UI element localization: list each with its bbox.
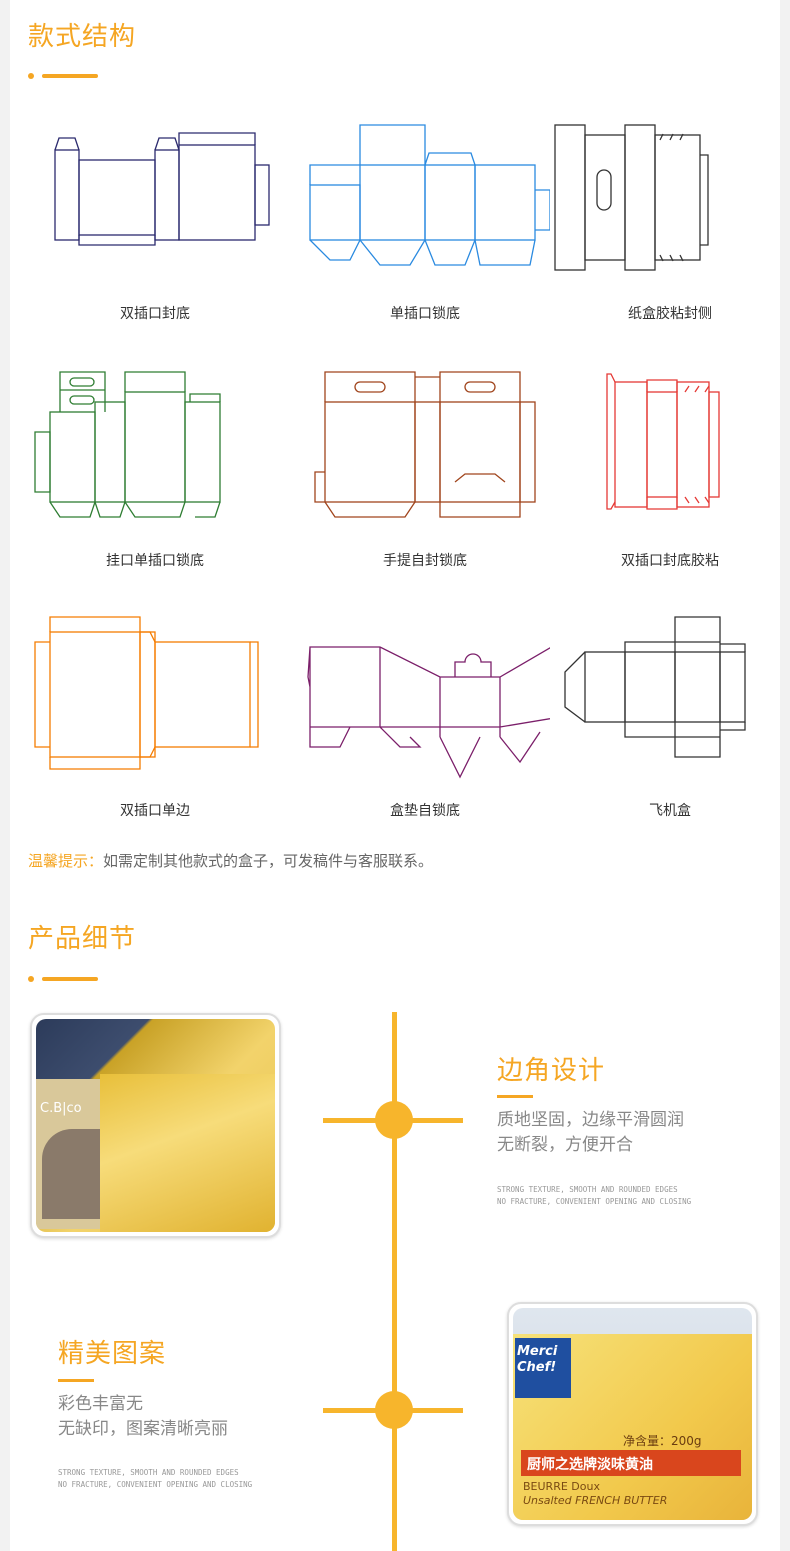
box-style-label: 双插口封底 <box>120 306 190 322</box>
dieline-diagram-icon <box>307 646 550 779</box>
feature-desc: 彩色丰富无无缺印，图案清晰亮丽 <box>58 1394 228 1439</box>
dieline-diagram-icon <box>314 371 536 518</box>
section-title-details: 产品细节 <box>28 924 137 954</box>
tip-text: 温馨提示：如需定制其他款式的盒子，可发稿件与客服联系。 <box>28 850 433 871</box>
feature-title: 精美图案 <box>58 1339 167 1369</box>
feature-desc-en: STRONG TEXTURE, SMOOTH AND ROUNDED EDGES… <box>58 1468 253 1489</box>
dieline-diagram-icon <box>564 616 746 758</box>
box-style-label: 手提自封锁底 <box>383 553 467 569</box>
dieline-diagram-icon <box>54 132 270 246</box>
product-detail-page: 款式结构 双插口封底 单插口锁底 纸盒胶粘封侧挂口单插口锁底 手提自封锁底 双插口封底胶… <box>10 0 780 1551</box>
photo-sub2: Unsalted FRENCH BUTTER <box>523 1494 668 1507</box>
feature-desc: 质地坚固，边缘平滑圆润无断裂，方便开合 <box>497 1110 684 1155</box>
photo-brand-text: C.B|co <box>40 1101 82 1116</box>
box-style-1: 双插口封底 <box>30 115 280 322</box>
box-style-label: 双插口单边 <box>120 803 190 819</box>
box-style-6: 双插口封底胶粘 <box>545 362 790 569</box>
box-style-9: 飞机盒 <box>545 612 790 819</box>
box-style-label: 纸盒胶粘封侧 <box>628 306 712 322</box>
box-style-label: 飞机盒 <box>649 803 691 819</box>
box-style-label: 单插口锁底 <box>390 306 460 322</box>
box-style-label: 挂口单插口锁底 <box>106 553 204 569</box>
tip-prefix: 温馨提示： <box>28 852 104 870</box>
feature-underline <box>497 1095 533 1098</box>
photo-product-name: 厨师之选牌淡味黄油 <box>521 1450 741 1476</box>
dieline-diagram-icon <box>34 616 259 770</box>
box-style-2: 单插口锁底 <box>300 115 550 322</box>
tip-body: 如需定制其他款式的盒子，可发稿件与客服联系。 <box>103 852 434 870</box>
timeline-node <box>375 1391 413 1429</box>
section-title-structure: 款式结构 <box>28 22 137 52</box>
feature-title: 边角设计 <box>497 1056 606 1086</box>
feature-underline <box>58 1379 94 1382</box>
box-style-3: 纸盒胶粘封侧 <box>545 115 790 322</box>
photo-weight: 净含量：200g <box>623 1434 702 1448</box>
box-style-7: 双插口单边 <box>30 612 280 819</box>
title-underline <box>28 976 98 982</box>
box-style-label: 盒垫自锁底 <box>390 803 460 819</box>
dieline-diagram-icon <box>309 124 550 266</box>
pattern-detail-photo: Merci Chef! 净含量：200g 厨师之选牌淡味黄油 BEURRE Do… <box>507 1302 758 1526</box>
box-style-label: 双插口封底胶粘 <box>621 553 719 569</box>
feature-desc-en: STRONG TEXTURE, SMOOTH AND ROUNDED EDGES… <box>497 1185 692 1206</box>
box-style-8: 盒垫自锁底 <box>300 612 550 819</box>
title-underline <box>28 73 98 79</box>
corner-detail-photo: C.B|co <box>30 1013 281 1238</box>
dieline-diagram-icon <box>554 124 709 271</box>
dieline-diagram-icon <box>606 373 720 510</box>
timeline-line <box>392 1012 397 1551</box>
timeline-node <box>375 1101 413 1139</box>
box-style-5: 手提自封锁底 <box>300 362 550 569</box>
photo-brand-logo: Merci Chef! <box>515 1338 571 1398</box>
box-style-4: 挂口单插口锁底 <box>30 362 280 569</box>
photo-sub1: BEURRE Doux <box>523 1480 600 1493</box>
dieline-diagram-icon <box>34 371 221 518</box>
